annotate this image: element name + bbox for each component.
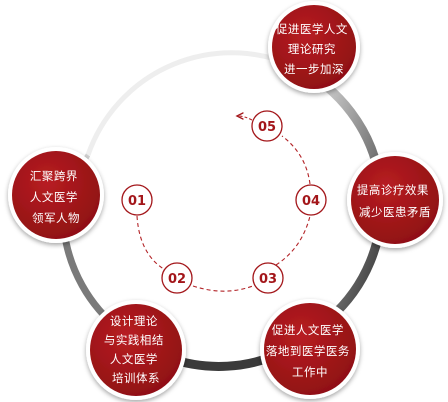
step-04-label: 04 xyxy=(302,194,320,209)
svg-text:提高诊疗效果 减少医患矛盾: 提高诊疗效果 减少医患矛盾 xyxy=(357,183,433,219)
bubble-leaders-line-2: 人文医学 xyxy=(30,190,78,204)
bubble-theory-research-line-1: 促进医学人文 xyxy=(276,22,348,36)
bubble-training-system-line-2: 与实践相结 xyxy=(104,333,164,347)
step-04: 04 xyxy=(295,184,327,216)
svg-text:促进医学人文 理论研究 进一步加深: 促进医学人文 理论研究 进一步加深 xyxy=(276,22,352,76)
bubble-theory-research-line-2: 理论研究 xyxy=(288,42,336,56)
svg-text:设计理论 与实践相结 人文医学: 设计理论 与实践相结 人文医学 培训体系 xyxy=(104,314,168,385)
bubble-training-system-line-1: 设计理论 xyxy=(110,314,158,328)
inner-cycle-path xyxy=(136,116,311,292)
svg-text:汇聚跨界 人文医学 领军人物: 汇聚跨界 人文医学 领军人物 xyxy=(30,169,82,225)
bubble-theory-research-line-3: 进一步加深 xyxy=(284,62,344,76)
bubble-implementation: 促进人文医学 落地到医学医务 工作中 xyxy=(260,299,360,399)
bubble-implementation-line-3: 工作中 xyxy=(292,365,328,379)
bubble-leaders-line-3: 领军人物 xyxy=(32,211,80,225)
bubble-training-system-line-3: 人文医学 xyxy=(110,352,158,366)
bubble-leaders-line-1: 汇聚跨界 xyxy=(30,169,78,183)
step-02-label: 02 xyxy=(168,272,186,287)
svg-text:促进人文医学 落地到医学医务 工作中: 促进人文医学 落地到医学医务 工作中 xyxy=(266,323,354,379)
bubble-outcomes: 提高诊疗效果 减少医患矛盾 xyxy=(347,152,443,248)
step-01: 01 xyxy=(121,184,153,216)
step-03: 03 xyxy=(252,262,284,294)
step-02: 02 xyxy=(161,262,193,294)
step-05: 05 xyxy=(251,110,283,142)
step-01-label: 01 xyxy=(128,194,146,209)
bubble-outcomes-line-1: 提高诊疗效果 xyxy=(357,183,429,197)
bubble-training-system-line-4: 培训体系 xyxy=(112,371,160,385)
bubble-outcomes-line-2: 减少医患矛盾 xyxy=(359,205,431,219)
step-03-label: 03 xyxy=(259,272,277,287)
bubble-implementation-line-1: 促进人文医学 xyxy=(272,323,344,337)
bubble-training-system: 设计理论 与实践相结 人文医学 培训体系 xyxy=(86,300,186,400)
step-05-label: 05 xyxy=(258,120,276,135)
bubble-leaders: 汇聚跨界 人文医学 领军人物 xyxy=(8,147,104,243)
bubble-theory-research: 促进医学人文 理论研究 进一步加深 xyxy=(268,1,360,93)
bubble-implementation-line-2: 落地到医学医务 xyxy=(266,344,350,358)
